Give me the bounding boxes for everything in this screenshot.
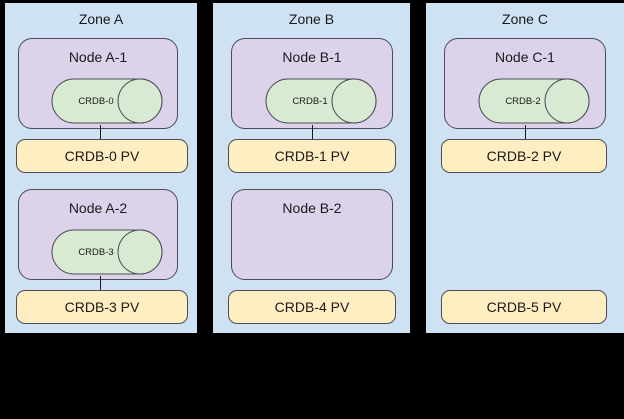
- connector-node-a-2-to-crdb-3-pv: [100, 276, 101, 292]
- cylinder-shape-icon: [478, 78, 590, 124]
- pv-crdb-5: CRDB-5 PV: [441, 290, 607, 324]
- zone-b-title: Zone B: [288, 11, 335, 27]
- node-a-2-title: Node A-2: [68, 200, 128, 216]
- connector-node-b-1-to-crdb-1-pv: [312, 125, 313, 141]
- node-a-1-title: Node A-1: [68, 49, 128, 65]
- node-b-1-title: Node B-1: [282, 49, 342, 65]
- pv-crdb-3: CRDB-3 PV: [16, 290, 188, 324]
- zone-b: Zone B Node B-1 CRDB-1 CRDB-1 PV Node B-…: [213, 3, 410, 333]
- pod-crdb-2: CRDB-2: [478, 78, 590, 124]
- cylinder-shape-icon: [265, 78, 377, 124]
- zone-a: Zone A Node A-1 CRDB-0 CRDB-0 PV Node A-…: [5, 3, 197, 333]
- node-a-2: Node A-2 CRDB-3: [18, 189, 178, 280]
- node-a-1: Node A-1 CRDB-0: [18, 38, 178, 129]
- cylinder-shape-icon: [51, 229, 163, 275]
- pv-crdb-1: CRDB-1 PV: [228, 139, 396, 173]
- pod-crdb-0: CRDB-0: [51, 78, 163, 124]
- node-b-2: Node B-2: [231, 189, 393, 280]
- pod-crdb-3: CRDB-3: [51, 229, 163, 275]
- node-b-2-title: Node B-2: [282, 200, 342, 216]
- zone-c: Zone C Node C-1 CRDB-2 CRDB-2 PV CRDB-5 …: [426, 3, 624, 333]
- connector-node-c-1-to-crdb-2-pv: [525, 125, 526, 141]
- connector-node-a-1-to-crdb-0-pv: [100, 125, 101, 141]
- cylinder-shape-icon: [51, 78, 163, 124]
- zone-c-title: Zone C: [502, 11, 548, 27]
- pv-crdb-2: CRDB-2 PV: [441, 139, 607, 173]
- pod-crdb-1: CRDB-1: [265, 78, 377, 124]
- node-b-1: Node B-1 CRDB-1: [231, 38, 393, 129]
- node-c-1: Node C-1 CRDB-2: [444, 38, 606, 129]
- pv-crdb-4: CRDB-4 PV: [228, 290, 396, 324]
- node-c-1-title: Node C-1: [495, 49, 555, 65]
- zone-a-title: Zone A: [78, 11, 124, 27]
- pv-crdb-0: CRDB-0 PV: [16, 139, 188, 173]
